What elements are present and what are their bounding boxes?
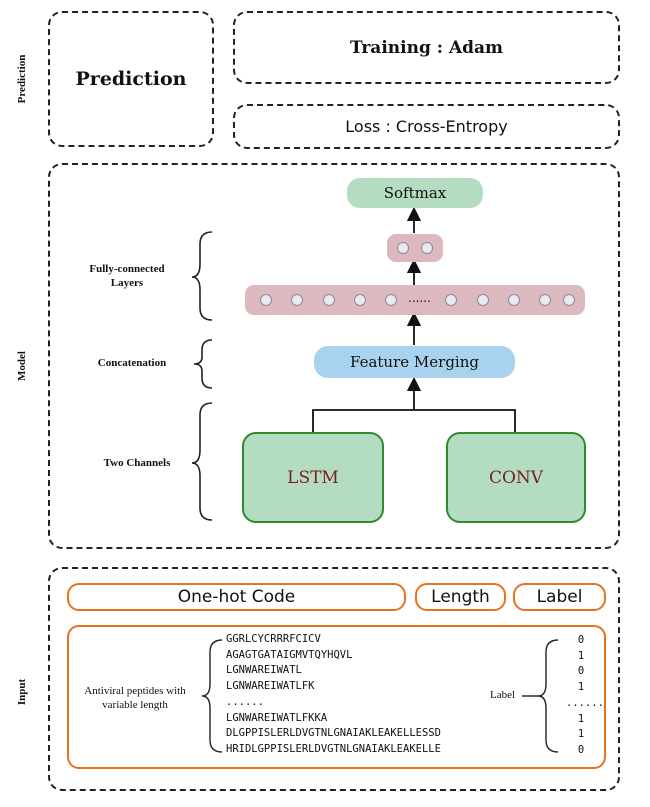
neuron (477, 294, 489, 306)
training-label: Training : Adam (349, 37, 504, 58)
list-item: 0 (577, 743, 585, 756)
conv-label: CONV (488, 467, 544, 488)
list-item: GGRLCYCRRRFCICV (226, 633, 321, 645)
list-item: DLGPPISLERLDVGTNLGNAIAKLEAKELLESSD (226, 727, 441, 740)
length-label: Length (431, 587, 490, 607)
fc-layer-small (387, 234, 443, 262)
concatenation-label: Concatenation (97, 357, 167, 369)
list-item: 0 (577, 665, 585, 678)
softmax-box: Softmax (347, 178, 483, 208)
brace-two-channels (191, 402, 213, 521)
peptides-panel (67, 625, 606, 769)
list-item: 1 (577, 728, 585, 741)
softmax-label: Softmax (383, 184, 447, 202)
neuron (421, 242, 433, 254)
sequence-list: GGRLCYCRRRFCICV AGAGTGATAIGMVTQYHQVL LGN… (226, 632, 441, 758)
peptides-caption: Antiviral peptides with variable length (84, 685, 186, 711)
list-item: 1 (577, 712, 585, 725)
neuron (291, 294, 303, 306)
list-item: LGNWAREIWATLFKKA (226, 711, 328, 724)
list-item: ...... (566, 696, 604, 709)
label-caption: Label (490, 689, 516, 701)
brace-labels (537, 639, 559, 753)
list-item: AGAGTGATAIGMVTQYHQVL (226, 648, 353, 661)
fc-ellipsis: ...... (408, 291, 431, 305)
neuron (397, 242, 409, 254)
loss-label: Loss : Cross-Entropy (345, 117, 508, 136)
neuron (508, 294, 520, 306)
lstm-box: LSTM (242, 432, 384, 523)
neuron (323, 294, 335, 306)
neuron (563, 294, 575, 306)
training-box: Training : Adam (233, 11, 620, 84)
one-hot-code-pill: One-hot Code (67, 583, 406, 611)
loss-box: Loss : Cross-Entropy (233, 104, 620, 149)
prediction-box: Prediction (48, 11, 214, 147)
feature-merging-label: Feature Merging (350, 353, 479, 371)
brace-fully-connected (191, 231, 213, 321)
list-item: LGNWAREIWATL (226, 664, 302, 677)
neuron (445, 294, 457, 306)
prediction-title: Prediction (75, 68, 187, 90)
brace-peptides (201, 639, 223, 753)
neuron (539, 294, 551, 306)
neuron (354, 294, 366, 306)
fully-connected-label: Fully-connected Layers (89, 263, 165, 289)
neuron (385, 294, 397, 306)
one-hot-code-label: One-hot Code (177, 587, 296, 607)
model-box (48, 163, 620, 549)
lstm-label: LSTM (287, 467, 339, 488)
label-list: 0 1 0 1 ...... 1 1 0 (566, 633, 604, 759)
label-pill: Label (513, 583, 606, 611)
list-item: LGNWAREIWATLFK (226, 680, 315, 693)
two-channels-label: Two Channels (103, 457, 171, 469)
conv-box: CONV (446, 432, 586, 523)
neuron (260, 294, 272, 306)
length-pill: Length (415, 583, 506, 611)
list-item: 1 (577, 649, 585, 662)
label-label: Label (536, 587, 583, 607)
fc-layer-large: ...... (245, 285, 585, 315)
feature-merging-box: Feature Merging (314, 346, 515, 378)
input-box (48, 567, 620, 791)
list-item: ...... (226, 695, 264, 708)
brace-concatenation (193, 339, 213, 389)
list-item: 1 (577, 681, 585, 694)
list-item: HRIDLGPPISLERLDVGTNLGNAIAKLEAKELLE (226, 742, 441, 755)
list-item: 0 (577, 634, 585, 646)
